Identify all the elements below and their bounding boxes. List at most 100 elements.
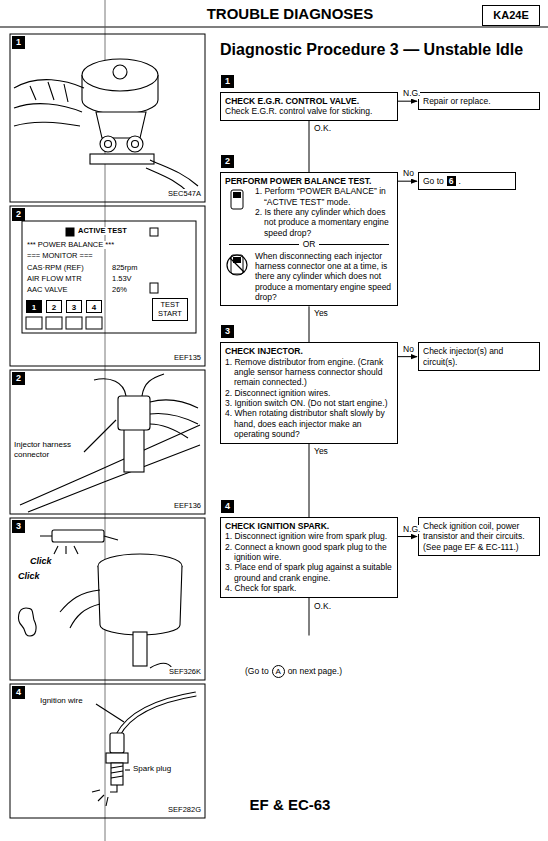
ear-symbol [19,608,37,636]
step-text: 1. Remove distributor from engine. (Cran… [225,357,383,388]
plug-boot [110,733,124,753]
callout-number: 2 [12,208,25,221]
text-block: KA24E [487,9,535,22]
spark-plug-illustration [92,694,196,806]
text-block: Go to [423,176,444,186]
step-text: 2. Disconnect ignition wires. [225,388,330,398]
callout-number: 2 [12,372,25,385]
screen-text: 4 [86,300,102,313]
text-block: 1. Perform “POWER BALANCE” in “ACTIVE TE… [225,186,393,207]
page-header: TROUBLE DIAGNOSES [190,5,390,23]
sound-marks [54,546,78,554]
process-box: CHECK IGNITION SPARK.1. Disconnect ignit… [220,517,398,598]
tester-body [231,190,243,209]
result-box: Go to6. [418,172,516,190]
egr-valve [14,59,198,194]
screen-text: AIR FLOW MTR [27,275,82,283]
hand [14,80,84,126]
flow-connector [398,356,417,357]
gauge [150,283,158,293]
step-text: Go to [423,176,444,186]
flow-line [309,598,310,636]
result-box: Check injector(s) and circuit(s). [418,342,540,371]
text-block: Check E.G.R. control valve for sticking. [225,106,393,116]
part-label: Spark plug [133,764,171,774]
text-block: Check injector(s) and circuit(s). [423,346,535,367]
step-heading: CHECK IGNITION SPARK. [225,521,329,531]
step-text: KA24E [493,9,528,21]
ignition-wire [118,694,196,735]
step-text: Check injector(s) and circuit(s). [423,346,503,366]
manifold [20,425,200,512]
edge-label: Yes [314,447,328,456]
step-text: 4. Check for spark. [225,583,296,593]
screen-text: *** POWER BALANCE *** [27,241,114,249]
leader-line [125,769,130,770]
page-number: EF & EC-63 [190,796,390,814]
valve-flange [90,154,154,164]
injector-body [124,428,144,472]
screen-frame [22,221,196,333]
flow-connector [309,306,310,342]
valve-port [132,141,139,148]
spark-marks [92,790,108,806]
callout-number: 4 [221,500,234,513]
screen-text: 1.53V [112,275,132,283]
result-box: Repair or replace. [418,92,540,110]
prohibit-bar [230,258,244,272]
screen-text: TEST START [152,298,188,321]
result-box: Check ignition coil, power transistor an… [418,517,540,556]
part-label: Ignition wire [40,696,83,706]
edge-label: No [403,169,414,178]
panel-frame [10,684,205,818]
panel-frame [10,370,205,514]
distributor-body [98,566,182,635]
screen-text: 2 [46,300,62,313]
tester-body [231,255,243,274]
screen-text: 1 [26,300,42,313]
text-block: When disconnecting each injector harness… [225,251,393,303]
panel-frame [10,34,205,202]
distributor-shaft [133,632,147,666]
step-text: Repair or replace. [423,96,491,106]
step-heading: CHECK INJECTOR. [225,346,303,356]
valve-port [127,136,143,152]
edge-label: N.G. [403,89,420,98]
screen-text: 3 [66,300,82,313]
text-block: 2. Disconnect ignition wires. [225,388,393,398]
sensor-harness [60,590,100,628]
electrode [110,785,117,792]
text-block: 2. Is there any cylinder which does not … [225,207,393,238]
text-block: . [459,176,461,186]
figure-code: SEC547A [168,189,201,198]
step-text: 4. When rotating distributor shaft slowl… [225,408,385,439]
leader-line [84,420,116,452]
figure-code: SEF282G [168,805,201,814]
panel-frame [10,518,205,680]
step-text: 1. Disconnect ignition wire from spark p… [225,531,387,541]
process-box: CHECK E.G.R. CONTROL VALVE.Check E.G.R. … [220,92,398,121]
step-text: 2. Connect a known good spark plug to th… [225,542,387,562]
panel-frames [10,34,205,818]
callout-number: 3 [12,520,25,533]
figure-code: SEF326K [169,667,201,676]
valve-body [96,112,146,138]
model-box: KA24E [482,5,540,26]
step-text: 3. Ignition switch ON. (Do not start eng… [225,398,388,408]
callout-number: 1 [12,36,25,49]
plug-hex [106,753,128,763]
text-block: Check ignition coil, power transistor an… [423,521,535,552]
text-block: PERFORM POWER BALANCE TEST. [225,176,393,186]
header-rule [0,26,548,27]
part-label: Injector harness connector [14,440,80,459]
flow-connector [398,536,417,537]
text-block: 2. Connect a known good spark plug to th… [225,542,393,563]
screen-button [86,317,102,329]
screen-text: === MONITOR === [27,252,93,260]
text-block: 3. Ignition switch ON. (Do not start eng… [225,398,393,408]
flow-note: A [272,665,285,678]
injector-tip [40,536,118,540]
hand [150,400,198,438]
valve-knob [113,65,127,79]
screen-text: AAC VALVE [27,286,68,294]
